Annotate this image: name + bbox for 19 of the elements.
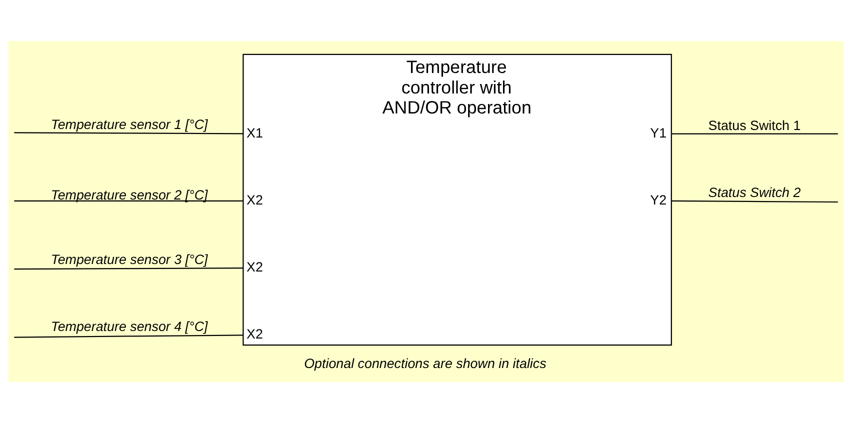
edge-label: Temperature sensor 1 [°C] bbox=[50, 116, 208, 132]
connector bbox=[14, 266, 244, 270]
edge-label: Status Switch 2 bbox=[708, 184, 801, 200]
connector bbox=[672, 200, 838, 202]
node-text: Y1 bbox=[650, 124, 667, 140]
node-text: X2 bbox=[246, 192, 263, 207]
edge-label: Temperature sensor 4 [°C] bbox=[50, 318, 208, 334]
node-text: Y2 bbox=[650, 192, 667, 207]
edge-label: Temperature sensor 3 [°C] bbox=[50, 252, 208, 267]
node-text: X2 bbox=[246, 326, 263, 342]
connector bbox=[672, 132, 838, 134]
edge-label: Status Switch 1 bbox=[708, 117, 801, 132]
edge-label: Temperature sensor 2 [°C] bbox=[50, 186, 208, 202]
caption: Optional connections are shown in italics bbox=[304, 356, 546, 371]
connector bbox=[14, 132, 244, 134]
connector bbox=[14, 200, 244, 201]
node-text: X2 bbox=[246, 258, 263, 274]
node-text: X1 bbox=[246, 124, 263, 140]
connector bbox=[14, 334, 244, 338]
